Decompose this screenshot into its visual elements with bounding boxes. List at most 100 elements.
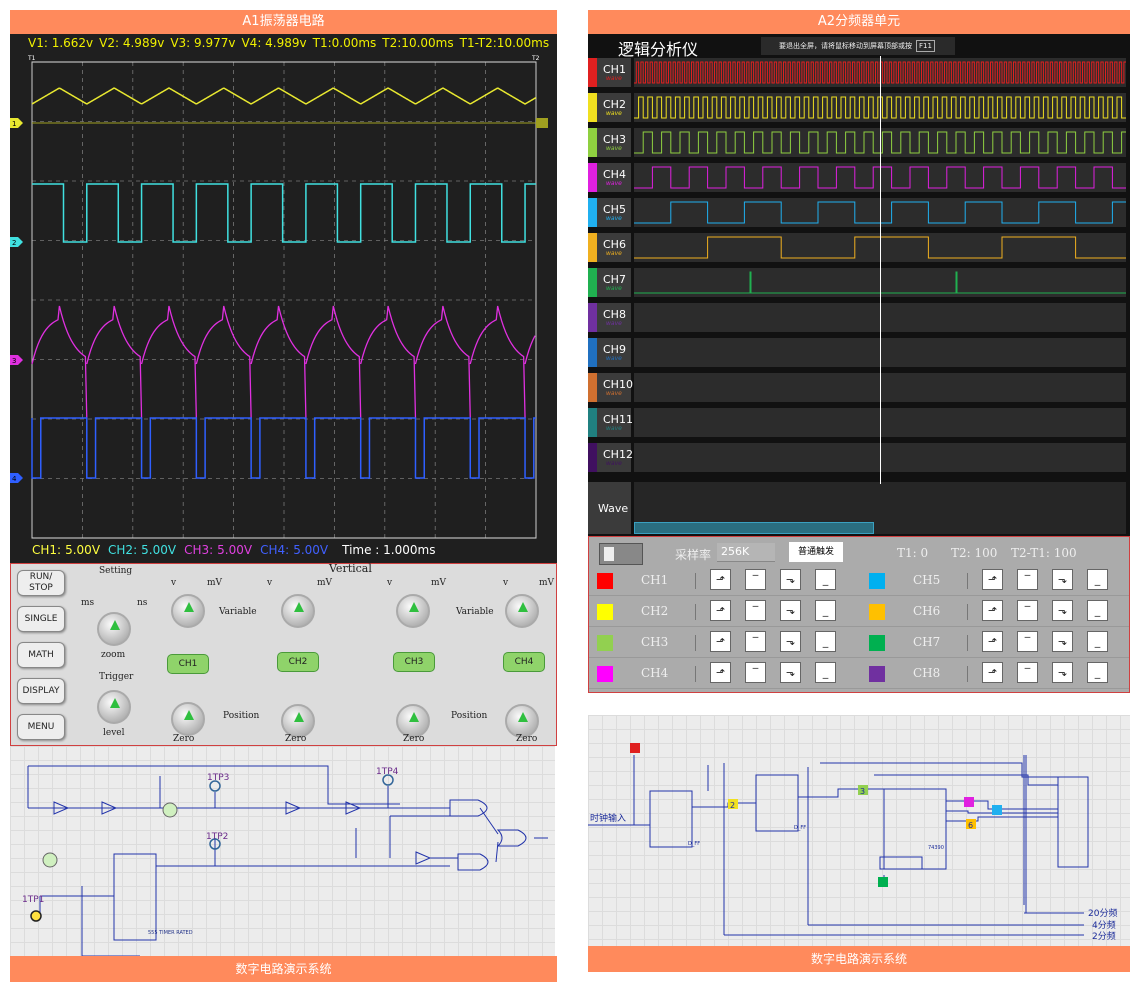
rising-edge-icon: ⬏ — [715, 666, 726, 679]
single-button[interactable]: SINGLE — [17, 606, 65, 632]
channel-3-marker-label: 3 — [12, 357, 16, 365]
trigger-high-level-button[interactable]: ‾ — [745, 600, 766, 621]
trigger-rising-edge-button[interactable]: ⬏ — [982, 600, 1003, 621]
trigger-high-level-button[interactable]: ‾ — [1017, 662, 1038, 683]
ch3-position-knob[interactable] — [396, 704, 430, 738]
display-button[interactable]: DISPLAY — [17, 678, 65, 704]
channel-1-marker — [10, 118, 23, 128]
logic-channel-name: CH1 — [603, 63, 626, 76]
trigger-low-level-button[interactable]: _ — [815, 569, 836, 590]
trigger-low-level-button[interactable]: _ — [1087, 631, 1108, 652]
ch2-button[interactable]: CH2 — [277, 652, 319, 672]
trigger-rising-edge-button[interactable]: ⬏ — [710, 569, 731, 590]
trigger-rising-edge-button[interactable]: ⬏ — [710, 631, 731, 652]
ch2-position-knob[interactable] — [281, 704, 315, 738]
trigger-falling-edge-button[interactable]: ⬎ — [1052, 569, 1073, 590]
sample-rate-label: 采样率 — [675, 548, 712, 562]
ch4-scale-knob[interactable] — [505, 594, 539, 628]
trigger-high-level-button[interactable]: ‾ — [1017, 631, 1038, 652]
logic-channel-name: CH9 — [603, 343, 626, 356]
trigger-channel-name: CH3 — [641, 635, 669, 649]
trigger-falling-edge-button[interactable]: ⬎ — [1052, 600, 1073, 621]
trigger-rising-edge-button[interactable]: ⬏ — [710, 600, 731, 621]
trigger-rising-edge-button[interactable]: ⬏ — [982, 569, 1003, 590]
channel-scale-value: 5.00V — [65, 543, 101, 557]
run-toggle[interactable] — [599, 543, 643, 565]
trigger-falling-edge-button[interactable]: ⬎ — [1052, 662, 1073, 683]
ch1-button[interactable]: CH1 — [167, 654, 209, 674]
channel-3-marker — [10, 355, 23, 365]
rising-edge-icon: ⬏ — [987, 635, 998, 648]
logic-wave-tag: wave — [606, 320, 622, 327]
trigger-level-knob[interactable] — [97, 690, 131, 724]
trigger-falling-edge-button[interactable]: ⬎ — [780, 631, 801, 652]
ch4-v-label: v — [503, 578, 509, 588]
trimmer-knob[interactable] — [42, 852, 58, 868]
high-level-icon: ‾ — [752, 604, 759, 617]
trigger-high-level-button[interactable]: ‾ — [745, 631, 766, 652]
potentiometer-knob[interactable] — [162, 802, 178, 818]
sample-rate-input[interactable]: 256K — [717, 543, 775, 562]
wave-overview-track[interactable] — [634, 482, 1126, 534]
trigger-label: Trigger — [99, 672, 134, 682]
overview-scrollbar-thumb[interactable] — [634, 522, 874, 534]
trigger-low-level-button[interactable]: _ — [1087, 600, 1108, 621]
trigger-rising-edge-button[interactable]: ⬏ — [982, 662, 1003, 683]
cursor-readout-item: T2:10.00ms — [382, 36, 454, 50]
trigger-high-level-button[interactable]: ‾ — [1017, 569, 1038, 590]
trigger-falling-edge-button[interactable]: ⬎ — [780, 600, 801, 621]
oscilloscope-control-board: RUN/ STOP SINGLE MATH DISPLAY MENU Setti… — [10, 562, 557, 746]
tp4-label: 1TP4 — [376, 767, 399, 777]
ch1-scale-knob[interactable] — [171, 594, 205, 628]
math-button[interactable]: MATH — [17, 642, 65, 668]
logic-channel-name: CH4 — [603, 168, 626, 181]
trigger-mode-button[interactable]: 普通触发 — [789, 542, 843, 562]
ch3-scale-knob[interactable] — [396, 594, 430, 628]
trigger-rising-edge-button[interactable]: ⬏ — [710, 662, 731, 683]
trigger-rising-edge-button[interactable]: ⬏ — [982, 631, 1003, 652]
time-cursor-line[interactable] — [880, 56, 881, 484]
ns-label: ns — [137, 598, 148, 608]
ch3-button[interactable]: CH3 — [393, 652, 435, 672]
wave-label: Wave — [598, 502, 629, 515]
menu-button[interactable]: MENU — [17, 714, 65, 740]
trigger-falling-edge-button[interactable]: ⬎ — [780, 569, 801, 590]
trigger-falling-edge-button[interactable]: ⬎ — [1052, 631, 1073, 652]
run-stop-button[interactable]: RUN/ STOP — [17, 570, 65, 596]
trigger-low-level-button[interactable]: _ — [1087, 569, 1108, 590]
trigger-low-level-button[interactable]: _ — [815, 631, 836, 652]
trigger-falling-edge-button[interactable]: ⬎ — [780, 662, 801, 683]
zoom-knob[interactable] — [97, 612, 131, 646]
rising-edge-icon: ⬏ — [987, 666, 998, 679]
trigger-low-level-button[interactable]: _ — [815, 662, 836, 683]
trigger-low-level-button[interactable]: _ — [815, 600, 836, 621]
ch4-button[interactable]: CH4 — [503, 652, 545, 672]
ch1-position-knob[interactable] — [171, 702, 205, 736]
trigger-low-level-button[interactable]: _ — [1087, 662, 1108, 683]
trigger-high-level-button[interactable]: ‾ — [1017, 600, 1038, 621]
trigger-high-level-button[interactable]: ‾ — [745, 662, 766, 683]
ch4-position-knob[interactable] — [505, 704, 539, 738]
ch2-scale-knob[interactable] — [281, 594, 315, 628]
trigger-high-level-button[interactable]: ‾ — [745, 569, 766, 590]
trigger-channel-swatch — [597, 604, 613, 620]
